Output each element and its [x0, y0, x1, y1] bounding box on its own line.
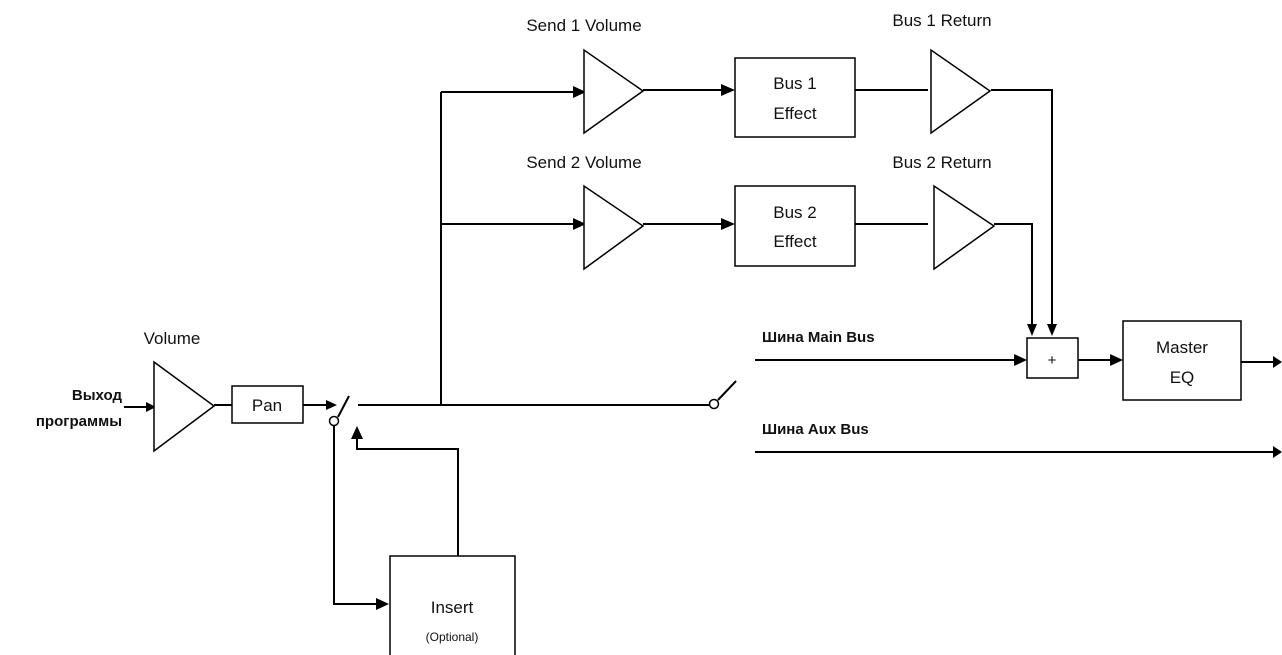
connection-lines [124, 89, 1276, 605]
wire-return2-mixer [994, 223, 1033, 326]
arrow-pan-switch [326, 400, 337, 410]
pan-label: Pan [252, 396, 282, 415]
wire-insert-send [333, 425, 380, 605]
arrow-effect1 [721, 84, 735, 96]
arrow-main-mixer [1014, 354, 1027, 366]
wire-return1-mixer [991, 89, 1053, 326]
main-bus-label: Шина Main Bus [762, 329, 875, 346]
insert-label: Insert [431, 598, 474, 617]
mixer-box [1026, 337, 1079, 379]
program-output-label-line1: Выход [72, 387, 123, 404]
arrowheads [146, 84, 1282, 610]
arrow-effect2 [721, 218, 735, 230]
return2-amplifier-icon [933, 184, 996, 271]
wire-insert-return [356, 436, 459, 556]
insert-switch-blade [337, 395, 350, 418]
arrow-insert-in [376, 598, 389, 610]
bus2-effect-label-line1: Bus 2 [773, 203, 816, 222]
arrow-return1-mixer [1047, 324, 1057, 336]
master-eq-label-line2: EQ [1170, 368, 1195, 387]
output-switch-contact [708, 398, 720, 410]
send1-amplifier-icon [583, 48, 645, 135]
program-output-label-line2: программы [36, 413, 122, 430]
bus2-effect-label-line2: Effect [773, 232, 816, 251]
bus2-effect-box [734, 185, 856, 267]
return1-amplifier-icon [930, 48, 992, 135]
volume-label: Volume [144, 329, 201, 348]
bus1-return-label: Bus 1 Return [892, 11, 991, 30]
send1-volume-label: Send 1 Volume [526, 16, 641, 35]
mixer-plus-label: + [1048, 352, 1057, 369]
bus1-effect-label-line1: Bus 1 [773, 74, 816, 93]
bus1-effect-label-line2: Effect [773, 104, 816, 123]
bus2-return-label: Bus 2 Return [892, 153, 991, 172]
master-eq-box [1122, 320, 1242, 401]
volume-amplifier-icon [153, 360, 216, 453]
bus1-effect-box [734, 57, 856, 138]
aux-bus-label: Шина Aux Bus [762, 421, 869, 438]
arrow-eq-out [1273, 356, 1282, 368]
insert-box [389, 555, 516, 655]
arrow-send1 [573, 86, 586, 98]
arrow-send2 [573, 218, 586, 230]
send2-volume-label: Send 2 Volume [526, 153, 641, 172]
arrow-return2-mixer [1027, 324, 1037, 336]
send2-amplifier-icon [583, 184, 645, 271]
output-switch-blade [717, 380, 737, 401]
insert-switch-contact [328, 415, 340, 427]
pan-box [231, 385, 304, 424]
insert-optional-label: (Optional) [426, 630, 479, 644]
arrow-insert-return [351, 426, 363, 439]
arrow-mixer-eq [1110, 354, 1123, 366]
arrow-aux-out [1273, 446, 1282, 458]
master-eq-label-line1: Master [1156, 338, 1208, 357]
arrow-input [146, 402, 156, 412]
